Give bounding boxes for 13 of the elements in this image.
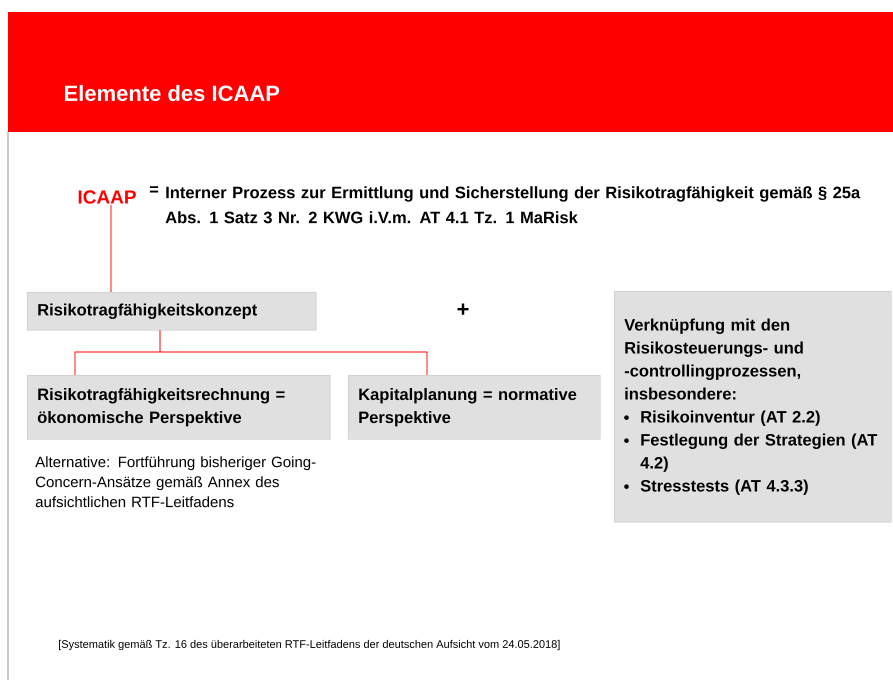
connector-line: [110, 204, 112, 292]
equals-sign: =: [150, 186, 158, 192]
plus-sign: +: [458, 304, 469, 315]
concept-box: Risikotragfähigkeitsrechnung = ökonomische Perspektive: [27, 375, 330, 440]
definition-text: Interner Prozess zur Ermittlung und Sicherstellung der Risikotragfähigkeit gemäß § 25a Abs. 1 Satz 3 Nr. 2 KWG i.V.m. AT 4.1 Tz. 1 MaRisk: [166, 186, 860, 224]
concept-box: Kapitalplanung = normative Perspektive: [348, 375, 600, 440]
term-label: ICAAP: [78, 190, 136, 204]
connector-line: [160, 330, 428, 376]
concept-box: Risikotragfähigkeitskonzept: [27, 292, 316, 330]
concept-box: Verknüpfung mit den Risikosteuerungs- und -controllingprozessen, insbesondere: Risikoinventur (AT 2.2) Festlegung der Strategien (AT 4.2) Stresstests (AT 4.3.3): [614, 291, 892, 522]
note-text: Alternative: Fortführung bisheriger Going-Concern-Ansätze gemäß Annex des aufsichtlichen RTF-Leitfadens: [35, 456, 316, 508]
source-note: [Systematik gemäß Tz. 16 des überarbeiteten RTF-Leitfadens der deutschen Aufsicht vom 24.05.2018]: [58, 640, 560, 650]
title: Elemente des ICAAP: [65, 84, 280, 102]
